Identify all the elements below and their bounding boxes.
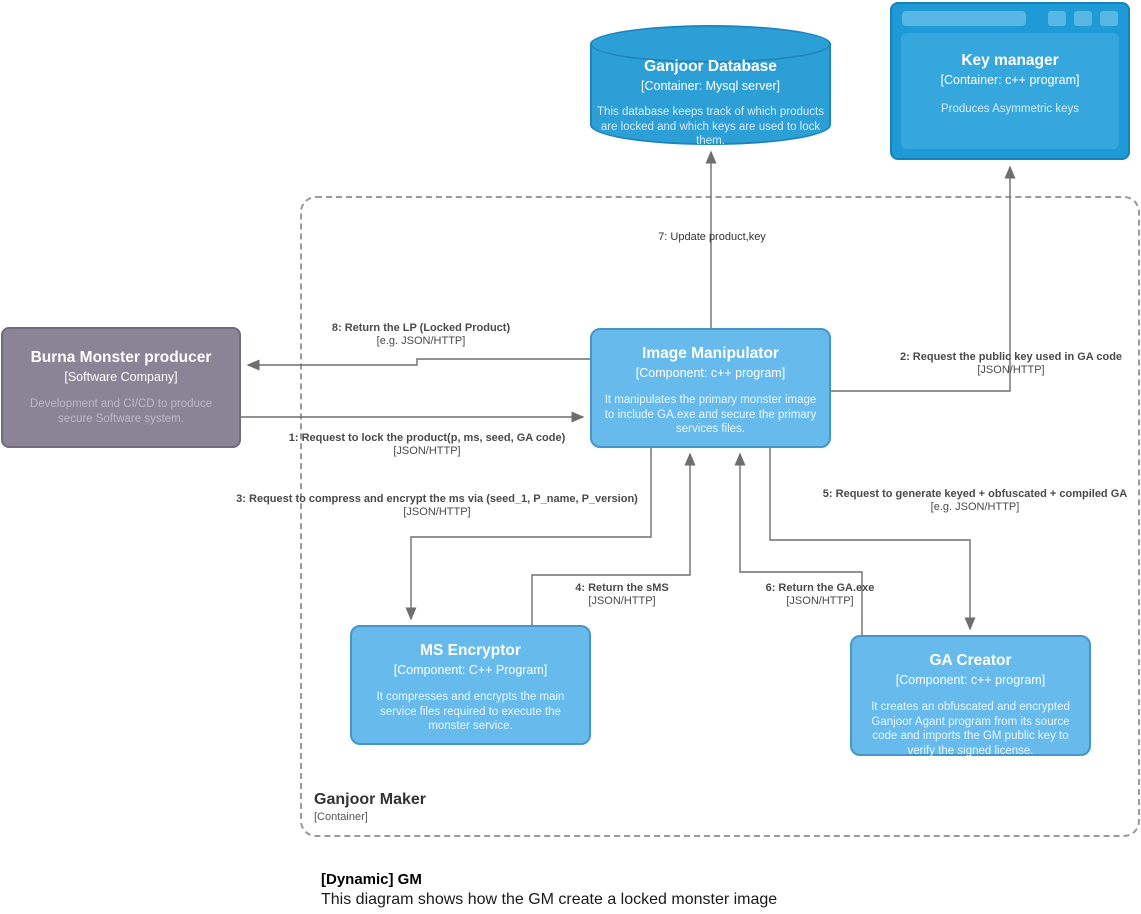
node-key-manager[interactable]: Key manager [Container: c++ program] Pro… bbox=[890, 2, 1130, 160]
edge-label-2-protocol: [JSON/HTTP] bbox=[977, 363, 1045, 376]
ms-encryptor-description: It compresses and encrypts the main serv… bbox=[376, 690, 565, 733]
edge-label-8: 8: Return the LP (Locked Product) [e.g. … bbox=[332, 322, 510, 347]
edge-label-2-text: 2: Request the public key used in GA cod… bbox=[899, 351, 1123, 363]
database-meta: [Container: Mysql server] bbox=[641, 78, 780, 93]
key-manager-description: Produces Asymmetric keys bbox=[940, 102, 1080, 115]
browser-address-bar bbox=[902, 11, 1026, 26]
edge-label-6: 6: Return the GA.exe [JSON/HTTP] bbox=[766, 582, 875, 607]
producer-meta: [Software Company] bbox=[64, 369, 178, 384]
diagram-caption-text: This diagram shows how the GM create a l… bbox=[321, 891, 778, 908]
node-ganjoor-database[interactable]: Ganjoor Database [Container: Mysql serve… bbox=[590, 25, 831, 147]
container-boundary-name: Ganjoor Maker bbox=[314, 791, 427, 808]
edge-label-4: 4: Return the sMS [JSON/HTTP] bbox=[575, 582, 669, 607]
browser-toolbar bbox=[902, 11, 1118, 26]
image-manipulator-description: It manipulates the primary monster image… bbox=[604, 393, 817, 436]
edge-3-request-compress-encrypt[interactable] bbox=[405, 448, 652, 621]
edge-label-2: 2: Request the public key used in GA cod… bbox=[900, 351, 1122, 376]
edge-label-3-protocol: [JSON/HTTP] bbox=[403, 505, 471, 518]
edge-2-request-public-key[interactable] bbox=[831, 165, 1016, 392]
browser-viewport bbox=[901, 33, 1119, 149]
ms-encryptor-title: MS Encryptor bbox=[420, 642, 521, 659]
producer-title: Burna Monster producer bbox=[30, 349, 212, 366]
edge-label-4-text: 4: Return the sMS bbox=[575, 582, 669, 594]
edge-label-1: 1: Request to lock the product(p, ms, se… bbox=[289, 432, 565, 457]
node-ms-encryptor[interactable]: MS Encryptor [Component: C++ Program] It… bbox=[350, 625, 591, 745]
database-cylinder-top bbox=[590, 25, 831, 63]
edge-label-1-text: 1: Request to lock the product(p, ms, se… bbox=[288, 432, 566, 444]
node-burna-monster-producer[interactable]: Burna Monster producer [Software Company… bbox=[1, 327, 241, 448]
edge-8-return-locked-product[interactable] bbox=[246, 358, 590, 371]
edge-label-7: 7: Update product,key bbox=[658, 231, 766, 244]
diagram-caption: [Dynamic] GM This diagram shows how the … bbox=[321, 871, 777, 909]
diagram-caption-title: [Dynamic] GM bbox=[321, 871, 422, 888]
edge-4-return-sms[interactable] bbox=[531, 452, 696, 625]
container-boundary-meta: [Container] bbox=[314, 811, 368, 823]
container-boundary-label: Ganjoor Maker [Container] bbox=[314, 791, 426, 823]
browser-button-icon bbox=[1048, 11, 1066, 26]
ga-creator-description: It creates an obfuscated and encrypted G… bbox=[871, 700, 1070, 758]
edge-label-7-text: 7: Update product,key bbox=[658, 231, 766, 243]
producer-description: Development and CI/CD to produce secure … bbox=[29, 397, 213, 425]
edge-label-3-text: 3: Request to compress and encrypt the m… bbox=[236, 493, 638, 505]
edge-label-6-protocol: [JSON/HTTP] bbox=[786, 594, 854, 607]
node-ga-creator[interactable]: GA Creator [Component: c++ program] It c… bbox=[850, 635, 1091, 757]
node-image-manipulator[interactable]: Image Manipulator [Component: c++ progra… bbox=[590, 328, 831, 448]
key-manager-title: Key manager bbox=[961, 52, 1059, 69]
edge-label-1-protocol: [JSON/HTTP] bbox=[393, 444, 461, 457]
edge-label-4-protocol: [JSON/HTTP] bbox=[588, 594, 656, 607]
container-boundary-ganjoor-maker[interactable]: Ganjoor Maker [Container] bbox=[300, 196, 1140, 837]
image-manipulator-meta: [Component: c++ program] bbox=[635, 365, 786, 380]
edge-label-5: 5: Request to generate keyed + obfuscate… bbox=[823, 488, 1127, 513]
edge-label-8-protocol: [e.g. JSON/HTTP] bbox=[376, 334, 466, 347]
key-manager-meta: [Container: c++ program] bbox=[940, 72, 1080, 87]
database-description: This database keeps track of which produ… bbox=[597, 105, 824, 148]
browser-button-icon bbox=[1100, 11, 1118, 26]
edge-label-6-text: 6: Return the GA.exe bbox=[765, 582, 875, 594]
edge-5-request-generate-ga[interactable] bbox=[769, 448, 976, 631]
database-title: Ganjoor Database bbox=[644, 58, 777, 75]
ms-encryptor-meta: [Component: C++ Program] bbox=[393, 662, 548, 677]
edge-label-5-text: 5: Request to generate keyed + obfuscate… bbox=[822, 488, 1128, 500]
ga-creator-meta: [Component: c++ program] bbox=[895, 672, 1046, 687]
image-manipulator-title: Image Manipulator bbox=[642, 345, 779, 362]
edge-6-return-ga-exe[interactable] bbox=[734, 452, 863, 635]
edge-label-8-text: 8: Return the LP (Locked Product) bbox=[331, 322, 511, 334]
edge-label-3: 3: Request to compress and encrypt the m… bbox=[236, 493, 638, 518]
browser-button-icon bbox=[1074, 11, 1092, 26]
ga-creator-title: GA Creator bbox=[929, 652, 1012, 669]
edge-label-5-protocol: [e.g. JSON/HTTP] bbox=[930, 500, 1020, 513]
